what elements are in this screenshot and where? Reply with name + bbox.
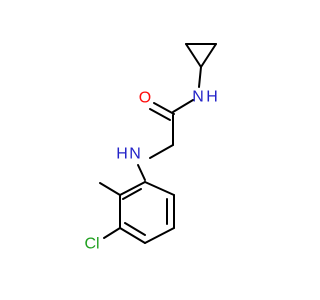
bond-ring-2: [144, 181, 175, 196]
atom-labels: O N H H N Cl: [84, 89, 217, 253]
bond-nitrogen-carbonyl: [172, 99, 194, 113]
bond-cyclopropyl-2: [185, 43, 202, 68]
chlorine-atom-label: Cl: [84, 236, 99, 253]
bond-cyclopropyl-3: [200, 43, 217, 68]
bond-ring-1: [119, 181, 146, 196]
bond-carbonyl-oxygen-1: [153, 102, 175, 115]
molecule-structure: O N H H N Cl: [84, 43, 218, 253]
bonds: [99, 43, 217, 244]
oxygen-atom-label: O: [139, 90, 151, 107]
bond-amine-ring: [137, 164, 146, 181]
bond-ring-5-inner: [124, 222, 146, 236]
bond-ring-5: [119, 227, 146, 244]
amide-nitrogen-label: N: [192, 89, 204, 106]
amide-hydrogen-label: H: [206, 89, 218, 106]
bond-methyl: [99, 182, 121, 196]
bond-methylene-amine: [149, 144, 174, 159]
bond-ring-4: [144, 227, 175, 244]
bond-chloro: [103, 227, 121, 239]
bond-cyclopropyl-nitrogen: [198, 66, 202, 88]
amine-nitrogen-label: N: [129, 146, 141, 163]
amine-hydrogen-label: H: [116, 146, 128, 163]
bond-carbonyl-oxygen-2: [149, 108, 171, 121]
bond-ring-1-inner: [122, 188, 142, 200]
